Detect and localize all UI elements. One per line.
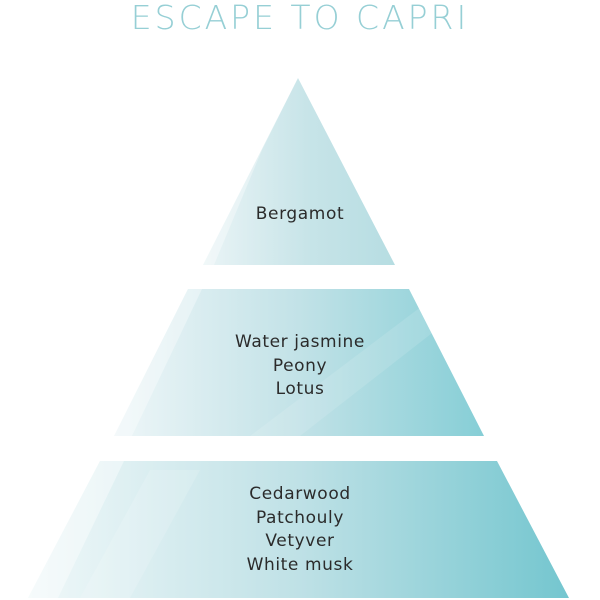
pyramid-layer-base: [28, 461, 569, 598]
note-vetyver: Vetyver: [265, 531, 335, 551]
pyramid-layer-middle: [114, 289, 484, 436]
page-title: ESCAPE TO CAPRI: [130, 0, 470, 37]
middle-notes: Water jasmine Peony Lotus: [150, 331, 450, 402]
pyramid-layer-top: [203, 78, 395, 265]
note-water-jasmine: Water jasmine: [235, 332, 365, 352]
base-notes: Cedarwood Patchouly Vetyver White musk: [150, 483, 450, 577]
top-notes: Bergamot: [150, 203, 450, 227]
note-peony: Peony: [272, 355, 328, 376]
note-white-musk: White musk: [246, 554, 354, 575]
note-patchouly: Patchouly: [255, 507, 345, 528]
note-cedarwood: Cedarwood: [249, 484, 351, 504]
note-lotus: Lotus: [275, 379, 325, 399]
note-bergamot: Bergamot: [255, 204, 345, 224]
